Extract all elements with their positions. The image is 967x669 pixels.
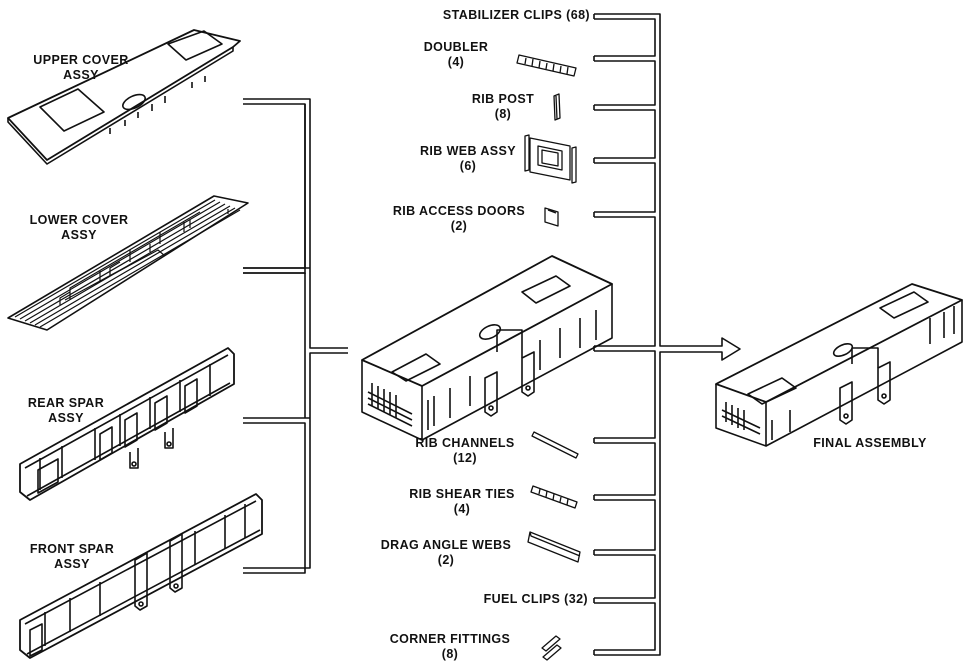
label-doubler: DOUBLER (4) <box>410 40 502 70</box>
doubler-line1: DOUBLER <box>410 40 502 55</box>
rib-post-icon <box>554 94 560 120</box>
rib-access-line1: RIB ACCESS DOORS <box>384 204 534 219</box>
arrow-to-final <box>700 338 740 360</box>
label-final-assembly: FINAL ASSEMBLY <box>790 436 950 451</box>
rib-post-line1: RIB POST <box>462 92 544 107</box>
upper-cover-illustration <box>8 30 240 164</box>
label-rib-channels: RIB CHANNELS (12) <box>408 436 522 466</box>
front-spar-illustration <box>20 494 262 658</box>
rib-web-assy-icon <box>525 135 576 183</box>
label-rib-access-doors: RIB ACCESS DOORS (2) <box>384 204 534 234</box>
rib-shear-tie-icon <box>531 486 577 508</box>
drag-angle-line2: (2) <box>372 553 520 568</box>
label-corner-fittings: CORNER FITTINGS (8) <box>376 632 524 662</box>
rib-shear-line1: RIB SHEAR TIES <box>400 487 524 502</box>
left-bracket <box>243 99 348 573</box>
corner-fitting-icon <box>542 636 561 660</box>
label-stabilizer-clips: STABILIZER CLIPS (68) <box>376 8 590 23</box>
final-assembly-illustration <box>716 284 962 446</box>
front-spar-line2: ASSY <box>20 557 124 572</box>
rear-spar-line1: REAR SPAR <box>18 396 114 411</box>
center-box-illustration <box>362 256 612 440</box>
upper-cover-line1: UPPER COVER <box>26 53 136 68</box>
front-spar-line1: FRONT SPAR <box>20 542 124 557</box>
rib-shear-line2: (4) <box>400 502 524 517</box>
label-rear-spar-assy: REAR SPAR ASSY <box>18 396 114 426</box>
rib-channels-line2: (12) <box>408 451 522 466</box>
doubler-icon <box>517 55 576 76</box>
drag-angle-web-icon <box>528 532 580 562</box>
rib-web-line2: (6) <box>414 159 522 174</box>
label-drag-angle-webs: DRAG ANGLE WEBS (2) <box>372 538 520 568</box>
rib-post-line2: (8) <box>462 107 544 122</box>
label-rib-web-assy: RIB WEB ASSY (6) <box>414 144 522 174</box>
label-rib-shear-ties: RIB SHEAR TIES (4) <box>400 487 524 517</box>
corner-fittings-line1: CORNER FITTINGS <box>376 632 524 647</box>
label-fuel-clips: FUEL CLIPS (32) <box>410 592 588 607</box>
rear-spar-line2: ASSY <box>18 411 114 426</box>
label-upper-cover-assy: UPPER COVER ASSY <box>26 53 136 83</box>
rib-channel-icon <box>532 432 578 458</box>
lower-cover-line2: ASSY <box>24 228 134 243</box>
doubler-line2: (4) <box>410 55 502 70</box>
right-bracket <box>594 14 700 655</box>
rib-web-line1: RIB WEB ASSY <box>414 144 522 159</box>
corner-fittings-line2: (8) <box>376 647 524 662</box>
rib-access-line2: (2) <box>384 219 534 234</box>
drag-angle-line1: DRAG ANGLE WEBS <box>372 538 520 553</box>
label-front-spar-assy: FRONT SPAR ASSY <box>20 542 124 572</box>
lower-cover-line1: LOWER COVER <box>24 213 134 228</box>
label-rib-post: RIB POST (8) <box>462 92 544 122</box>
rib-access-door-icon <box>545 208 558 226</box>
label-lower-cover-assy: LOWER COVER ASSY <box>24 213 134 243</box>
rib-channels-line1: RIB CHANNELS <box>408 436 522 451</box>
upper-cover-line2: ASSY <box>26 68 136 83</box>
